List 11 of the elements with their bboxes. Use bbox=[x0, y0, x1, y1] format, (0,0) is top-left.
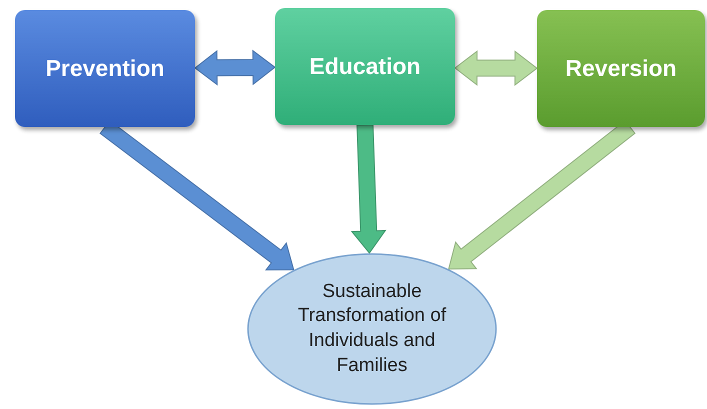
node-label: Education bbox=[309, 53, 421, 80]
node-label: Reversion bbox=[565, 55, 677, 82]
node-label: Sustainable Transformation of Individuals and Families bbox=[296, 280, 448, 378]
process-box bbox=[15, 10, 195, 127]
arrow bbox=[350, 124, 386, 254]
double-arrow bbox=[454, 50, 538, 86]
process-box bbox=[275, 8, 455, 125]
outcome-ellipse bbox=[247, 253, 497, 405]
process-box bbox=[537, 10, 705, 127]
double-arrow bbox=[194, 50, 276, 86]
node-label: Prevention bbox=[46, 55, 164, 82]
